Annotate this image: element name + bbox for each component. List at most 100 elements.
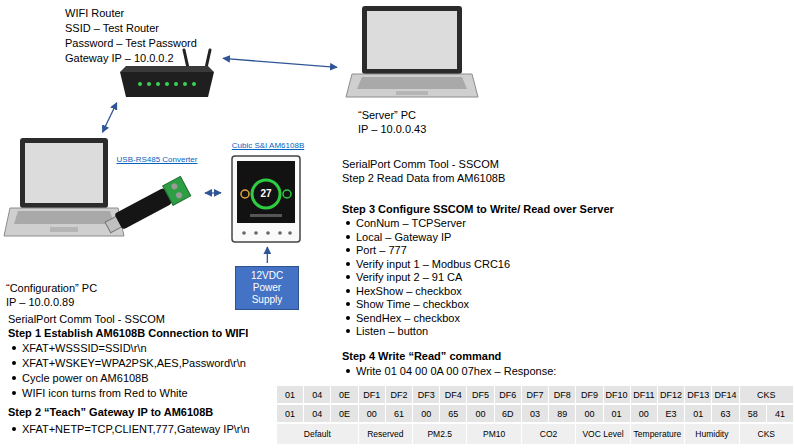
table-cell: Reserved xyxy=(359,424,412,444)
usb-converter-icon xyxy=(163,176,191,205)
table-cell: Temperature xyxy=(631,424,684,444)
connector-arrow xyxy=(223,58,337,67)
sensor-device-icon xyxy=(250,214,282,217)
table-cell: 00 xyxy=(631,405,657,422)
table-cell: DF2 xyxy=(386,386,412,403)
instruction-text: Step 1 Establish AM6108B Connection to W… xyxy=(8,326,248,340)
power-supply-box: 12VDC Power Supply xyxy=(235,266,299,310)
instruction-text: SerialPort Comm Tool - SSCOM xyxy=(8,312,165,326)
server-laptop xyxy=(362,6,462,74)
node-text: IP – 10.0.0.43 xyxy=(358,122,480,136)
sensor-device-icon xyxy=(283,190,291,198)
instruction-text: XFAT+NETP=TCP,CLIENT,777,Gateway IP\r\n xyxy=(8,422,250,436)
sensor-device-icon xyxy=(288,231,292,235)
instruction-text: XFAT+WSKEY=WPA2PSK,AES,Password\r\n xyxy=(8,356,246,370)
table-cell: DF5 xyxy=(467,386,493,403)
table-cell: 89 xyxy=(549,405,575,422)
sensor-device-icon xyxy=(266,231,270,235)
table-cell: 0E xyxy=(331,405,357,422)
table-cell: Humidity xyxy=(685,424,738,444)
configuration-laptop xyxy=(25,143,103,203)
configuration-pc-node: “Configuration” PCIP – 10.0.0.89 xyxy=(4,135,114,311)
server-laptop xyxy=(357,77,467,89)
node-text: WIFI Router xyxy=(65,6,217,21)
instruction-text: Cycle power on AM6108B xyxy=(8,371,149,385)
router-icon xyxy=(138,82,142,86)
usb-converter-icon xyxy=(114,188,172,230)
router-icon xyxy=(120,66,214,72)
node-text: IP – 10.0.0.89 xyxy=(6,295,114,309)
configuration-laptop xyxy=(4,138,124,236)
instruction-text: SerialPort Comm Tool - SSCOM xyxy=(342,157,499,171)
connector-arrow xyxy=(267,247,268,263)
sensor-device-icon xyxy=(241,190,249,198)
node-text: Cubic S&I AM6108B xyxy=(224,141,312,151)
table-cell: 00 xyxy=(467,405,493,422)
table-cell: CO2 xyxy=(522,424,575,444)
table-cell: DF8 xyxy=(549,386,575,403)
table-cell: DF4 xyxy=(440,386,466,403)
table-cell: PM2.5 xyxy=(413,424,466,444)
router-icon xyxy=(192,82,196,86)
table-cell: DF1 xyxy=(359,386,385,403)
table-cell: DF9 xyxy=(576,386,602,403)
table-cell: 04 xyxy=(304,405,330,422)
table-cell: 00 xyxy=(576,405,602,422)
instruction-text: XFAT+WSSSID=SSID\r\n xyxy=(8,341,147,355)
usb-converter-icon xyxy=(103,176,191,237)
table-cell: DF6 xyxy=(495,386,521,403)
router-node: WIFI RouterSSID – Test RouterPassword – … xyxy=(62,4,220,100)
table-cell: E3 xyxy=(658,405,684,422)
sensor-device-icon xyxy=(242,231,246,235)
router-icon xyxy=(174,82,178,86)
instruction-text: Step 2 “Teach” Gateway IP to AM6108B xyxy=(8,405,213,419)
usb-converter-icon xyxy=(170,182,178,190)
table-cell: DF14 xyxy=(712,386,738,403)
node-text: SSID – Test Router xyxy=(65,21,217,36)
table-cell: CKS xyxy=(740,386,793,403)
router-icon xyxy=(120,72,214,97)
table-cell: 01 xyxy=(685,405,711,422)
server-laptop xyxy=(396,91,428,95)
configuration-laptop xyxy=(20,138,108,208)
instruction-text: Port – 777 xyxy=(342,243,407,257)
table-cell: 65 xyxy=(440,405,466,422)
node-text: Password – Test Password xyxy=(65,36,217,51)
table-cell: 01 xyxy=(277,405,303,422)
sensor-device-icon xyxy=(278,231,282,235)
router-icon xyxy=(184,50,188,68)
connector-arrow xyxy=(103,103,117,133)
node-text: USB-RS485 Converter xyxy=(112,155,202,165)
server-pc-node: “Server” PCIP – 10.0.0.43 xyxy=(340,5,480,141)
table-cell: 0E xyxy=(331,386,357,403)
instruction-text: Verify input 2 – 91 CA xyxy=(342,270,462,284)
table-cell: 01 xyxy=(604,405,630,422)
table-cell: DF3 xyxy=(413,386,439,403)
table-cell: 58 xyxy=(740,405,766,422)
configuration-laptop xyxy=(14,211,114,224)
table-cell: 61 xyxy=(386,405,412,422)
server-laptop xyxy=(367,11,457,69)
table-cell: 6D xyxy=(495,405,521,422)
table-cell: 04 xyxy=(304,386,330,403)
usb-converter-icon xyxy=(175,191,183,199)
table-cell: DF10 xyxy=(604,386,630,403)
table-cell: PM10 xyxy=(467,424,520,444)
table-cell: DF12 xyxy=(658,386,684,403)
server-laptop xyxy=(346,74,478,97)
router-icon xyxy=(165,82,169,86)
instruction-text: SendHex – checkbox xyxy=(342,311,460,325)
instruction-text: Step 2 Read Data from AM6108B xyxy=(342,171,505,185)
table-cell: DF7 xyxy=(522,386,548,403)
sensor-device-icon xyxy=(232,156,300,242)
table-cell: 03 xyxy=(522,405,548,422)
table-cell: DF13 xyxy=(685,386,711,403)
table-cell: VOC Level xyxy=(576,424,629,444)
table-cell: 01 xyxy=(277,386,303,403)
table-cell: DF11 xyxy=(631,386,657,403)
configuration-laptop xyxy=(4,208,124,236)
sensor-device-icon xyxy=(232,156,300,242)
table-cell: 00 xyxy=(413,405,439,422)
screen-reading: 27 xyxy=(252,188,280,200)
